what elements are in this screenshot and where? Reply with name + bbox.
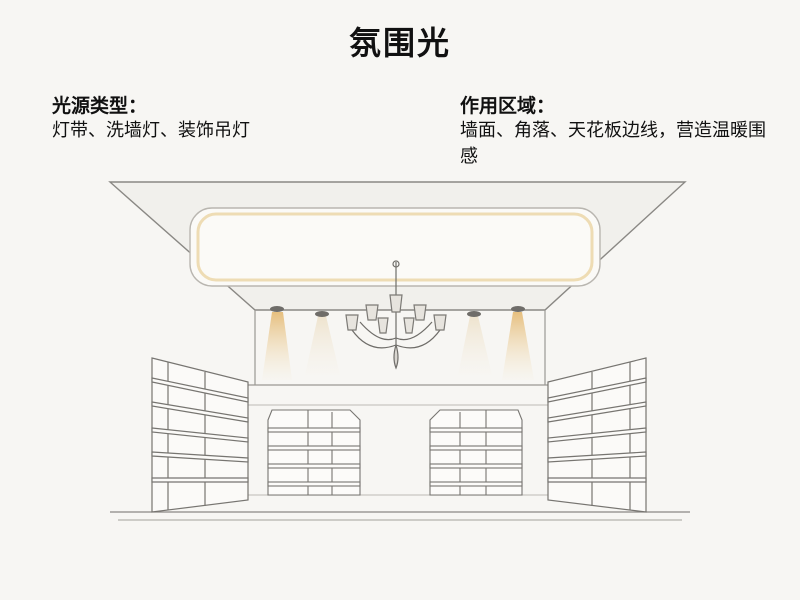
left-center-gondola — [267, 409, 361, 496]
chandelier — [345, 260, 447, 370]
light-source-value: 灯带、洗墙灯、装饰吊灯 — [52, 120, 250, 141]
light-source-label: 光源类型： — [52, 95, 148, 117]
light-source-section: 光源类型： 灯带、洗墙灯、装饰吊灯 — [52, 94, 392, 144]
back-wall — [245, 310, 555, 406]
right-wall-shelf — [547, 357, 647, 513]
page-title: 氛围光 — [348, 24, 451, 62]
downlight-beams — [262, 312, 534, 380]
right-center-gondola — [429, 409, 523, 496]
left-wall-shelf — [151, 357, 249, 513]
application-area-label: 作用区域： — [460, 95, 556, 117]
ceiling — [108, 181, 687, 311]
application-area-value: 墙面、角落、天花板边线，营造温暖围感 — [460, 120, 766, 167]
application-area-section: 作用区域： 墙面、角落、天花板边线，营造温暖围感 — [460, 94, 780, 170]
downlight-fixtures — [270, 306, 525, 317]
